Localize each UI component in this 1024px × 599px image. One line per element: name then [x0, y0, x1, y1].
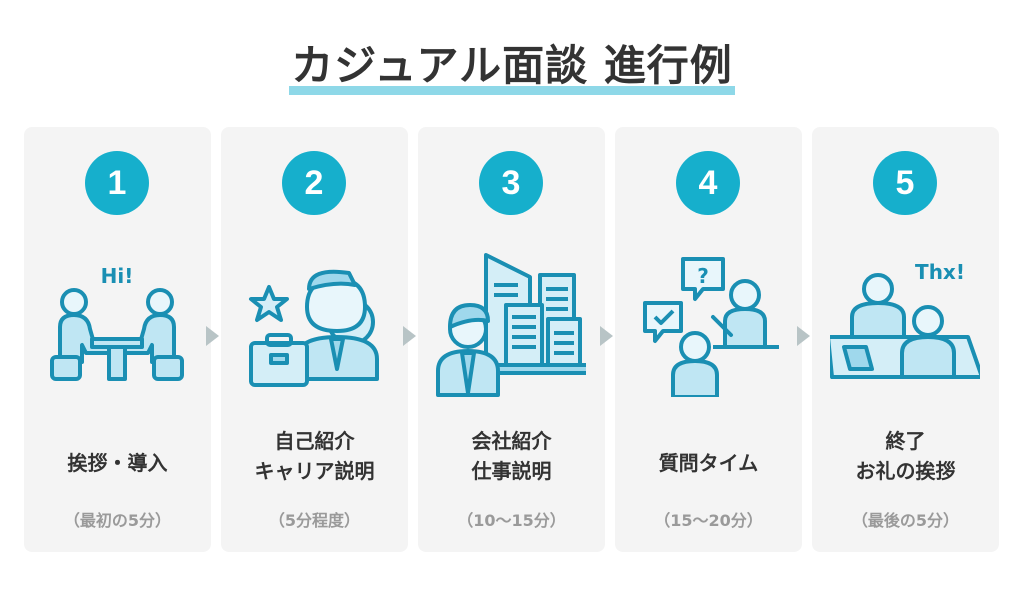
step-label: 質問タイム [658, 451, 759, 475]
step-card-4: 4 ? 質問タイム （15〜20分） [615, 127, 802, 552]
step-card-1: 1 Hi! 挨拶・導入 （最初の5分） [24, 127, 211, 552]
step-label-line-1: 自己紹介 [274, 429, 355, 453]
step-number-badge: 2 [282, 151, 346, 215]
step-number-badge: 1 [85, 151, 149, 215]
arrow-right-icon [206, 326, 219, 346]
page-title: カジュアル面談 進行例 [289, 38, 735, 95]
step-card-5: 5 Thx! 終了 お礼の挨拶 （最後の5分） [812, 127, 999, 552]
svg-text:?: ? [697, 264, 709, 288]
arrow-right-icon [797, 326, 810, 346]
step-label-line-1: 会社紹介 [471, 429, 552, 453]
step-number-badge: 5 [873, 151, 937, 215]
step-duration: （最初の5分） [63, 511, 172, 530]
question-time-icon: ? [643, 257, 779, 397]
arrow-right-icon [600, 326, 613, 346]
step-duration: （10〜15分） [457, 511, 566, 530]
title-container: カジュアル面談 進行例 [0, 38, 1024, 95]
step-duration: （5分程度） [268, 511, 361, 530]
step-label: 挨拶・導入 [67, 451, 168, 475]
self-intro-career-icon [249, 269, 379, 387]
step-label-line-1: 終了 [885, 429, 926, 453]
arrow-right-icon [403, 326, 416, 346]
step-label-line-2: キャリア説明 [254, 459, 375, 483]
step-label-line-2: 仕事説明 [471, 459, 552, 483]
step-label-line-2: お礼の挨拶 [855, 459, 956, 483]
step-duration: （15〜20分） [654, 511, 763, 530]
step-card-3: 3 会社紹介 仕事説明 （10〜15分） [418, 127, 605, 552]
page-title-text: カジュアル面談 進行例 [291, 41, 733, 90]
svg-text:Thx!: Thx! [915, 260, 965, 284]
meeting-hi-icon: Hi! [50, 264, 184, 381]
step-duration: （最後の5分） [851, 511, 960, 530]
step-number-badge: 4 [676, 151, 740, 215]
thanks-closing-icon: Thx! [830, 260, 980, 379]
svg-text:Hi!: Hi! [101, 264, 134, 288]
step-card-2: 2 自己紹介 キャリア説明 （5分程度） [221, 127, 408, 552]
company-buildings-icon [436, 253, 586, 397]
step-number-badge: 3 [479, 151, 543, 215]
